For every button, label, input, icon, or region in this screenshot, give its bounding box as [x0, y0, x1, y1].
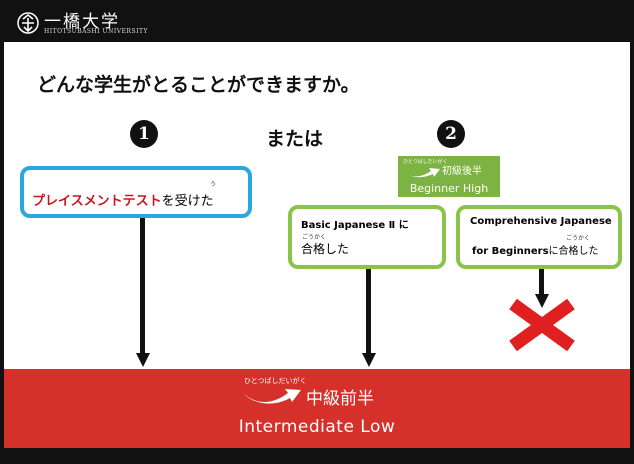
placement-text-rest: を受けた: [161, 194, 214, 209]
arrow-placement-shaft: [140, 218, 145, 355]
arrow-placement-head: [136, 353, 150, 367]
comprehensive-japanese-box: Comprehensive Japanese ごうかく for Beginner…: [456, 205, 622, 269]
basic-japanese-box: Basic Japanese Ⅱ に ごうかく 合格した: [288, 205, 446, 269]
red-x-icon: [509, 298, 575, 352]
wave-logo-icon: [243, 389, 301, 404]
arrow-basic-shaft: [366, 269, 371, 355]
comprehensive-passed-label: for Beginnersに合格した: [472, 242, 599, 257]
wave-logo-icon: [404, 168, 440, 178]
option-one-marker: ❶1: [130, 120, 158, 148]
header-bar: 一橋大学 HITOTSUBASHI UNIVERSITY: [4, 3, 630, 42]
band-ruby: ひとつばしだいがく: [244, 377, 307, 385]
basic-ruby: ごうかく: [302, 234, 327, 241]
arrow-basic-head: [362, 353, 376, 367]
intermediate-low-band: ひとつばしだいがく 中級前半 Intermediate Low: [4, 369, 630, 448]
badge-ruby: ひとつばしだいがく: [403, 159, 448, 165]
logo-text-en: HITOTSUBASHI UNIVERSITY: [44, 28, 148, 35]
comprehensive-ruby: ごうかく: [566, 235, 591, 242]
band-level-jp: 中級前半: [306, 389, 374, 409]
footer-strip: [4, 448, 630, 460]
question-heading: どんな学生がとることができますか。: [37, 74, 360, 96]
arrow-comp-shaft: [539, 269, 544, 296]
placement-text: プレイスメントテストを受けた: [32, 190, 214, 209]
slide: 一橋大学 HITOTSUBASHI UNIVERSITY どんな学生がとることが…: [4, 3, 630, 460]
or-label: または: [266, 128, 324, 150]
basic-passed-label: 合格した: [301, 242, 350, 256]
placement-test-emphasis: プレイスメントテスト: [32, 194, 162, 209]
hitotsubashi-logo-icon: [17, 12, 39, 34]
basic-course-name: Basic Japanese Ⅱ に: [301, 220, 409, 231]
badge-level-jp: 初級後半: [442, 166, 482, 177]
comprehensive-course-name: Comprehensive Japanese: [470, 216, 612, 227]
logo-text-jp: 一橋大学: [44, 12, 120, 32]
comprehensive-for-beginners: for Beginners: [472, 246, 549, 257]
option-two-marker: ❷2: [437, 120, 465, 148]
band-level-en: Intermediate Low: [238, 417, 396, 437]
placement-ruby: う: [210, 181, 217, 188]
badge-level-en: Beginner High: [409, 182, 489, 195]
comprehensive-passed-rest: に合格した: [548, 246, 599, 257]
arrow-comp-head: [535, 294, 549, 308]
placement-test-box: う プレイスメントテストを受けた: [20, 166, 252, 218]
beginner-high-badge: ひとつばしだいがく 初級後半 Beginner High: [398, 156, 500, 197]
